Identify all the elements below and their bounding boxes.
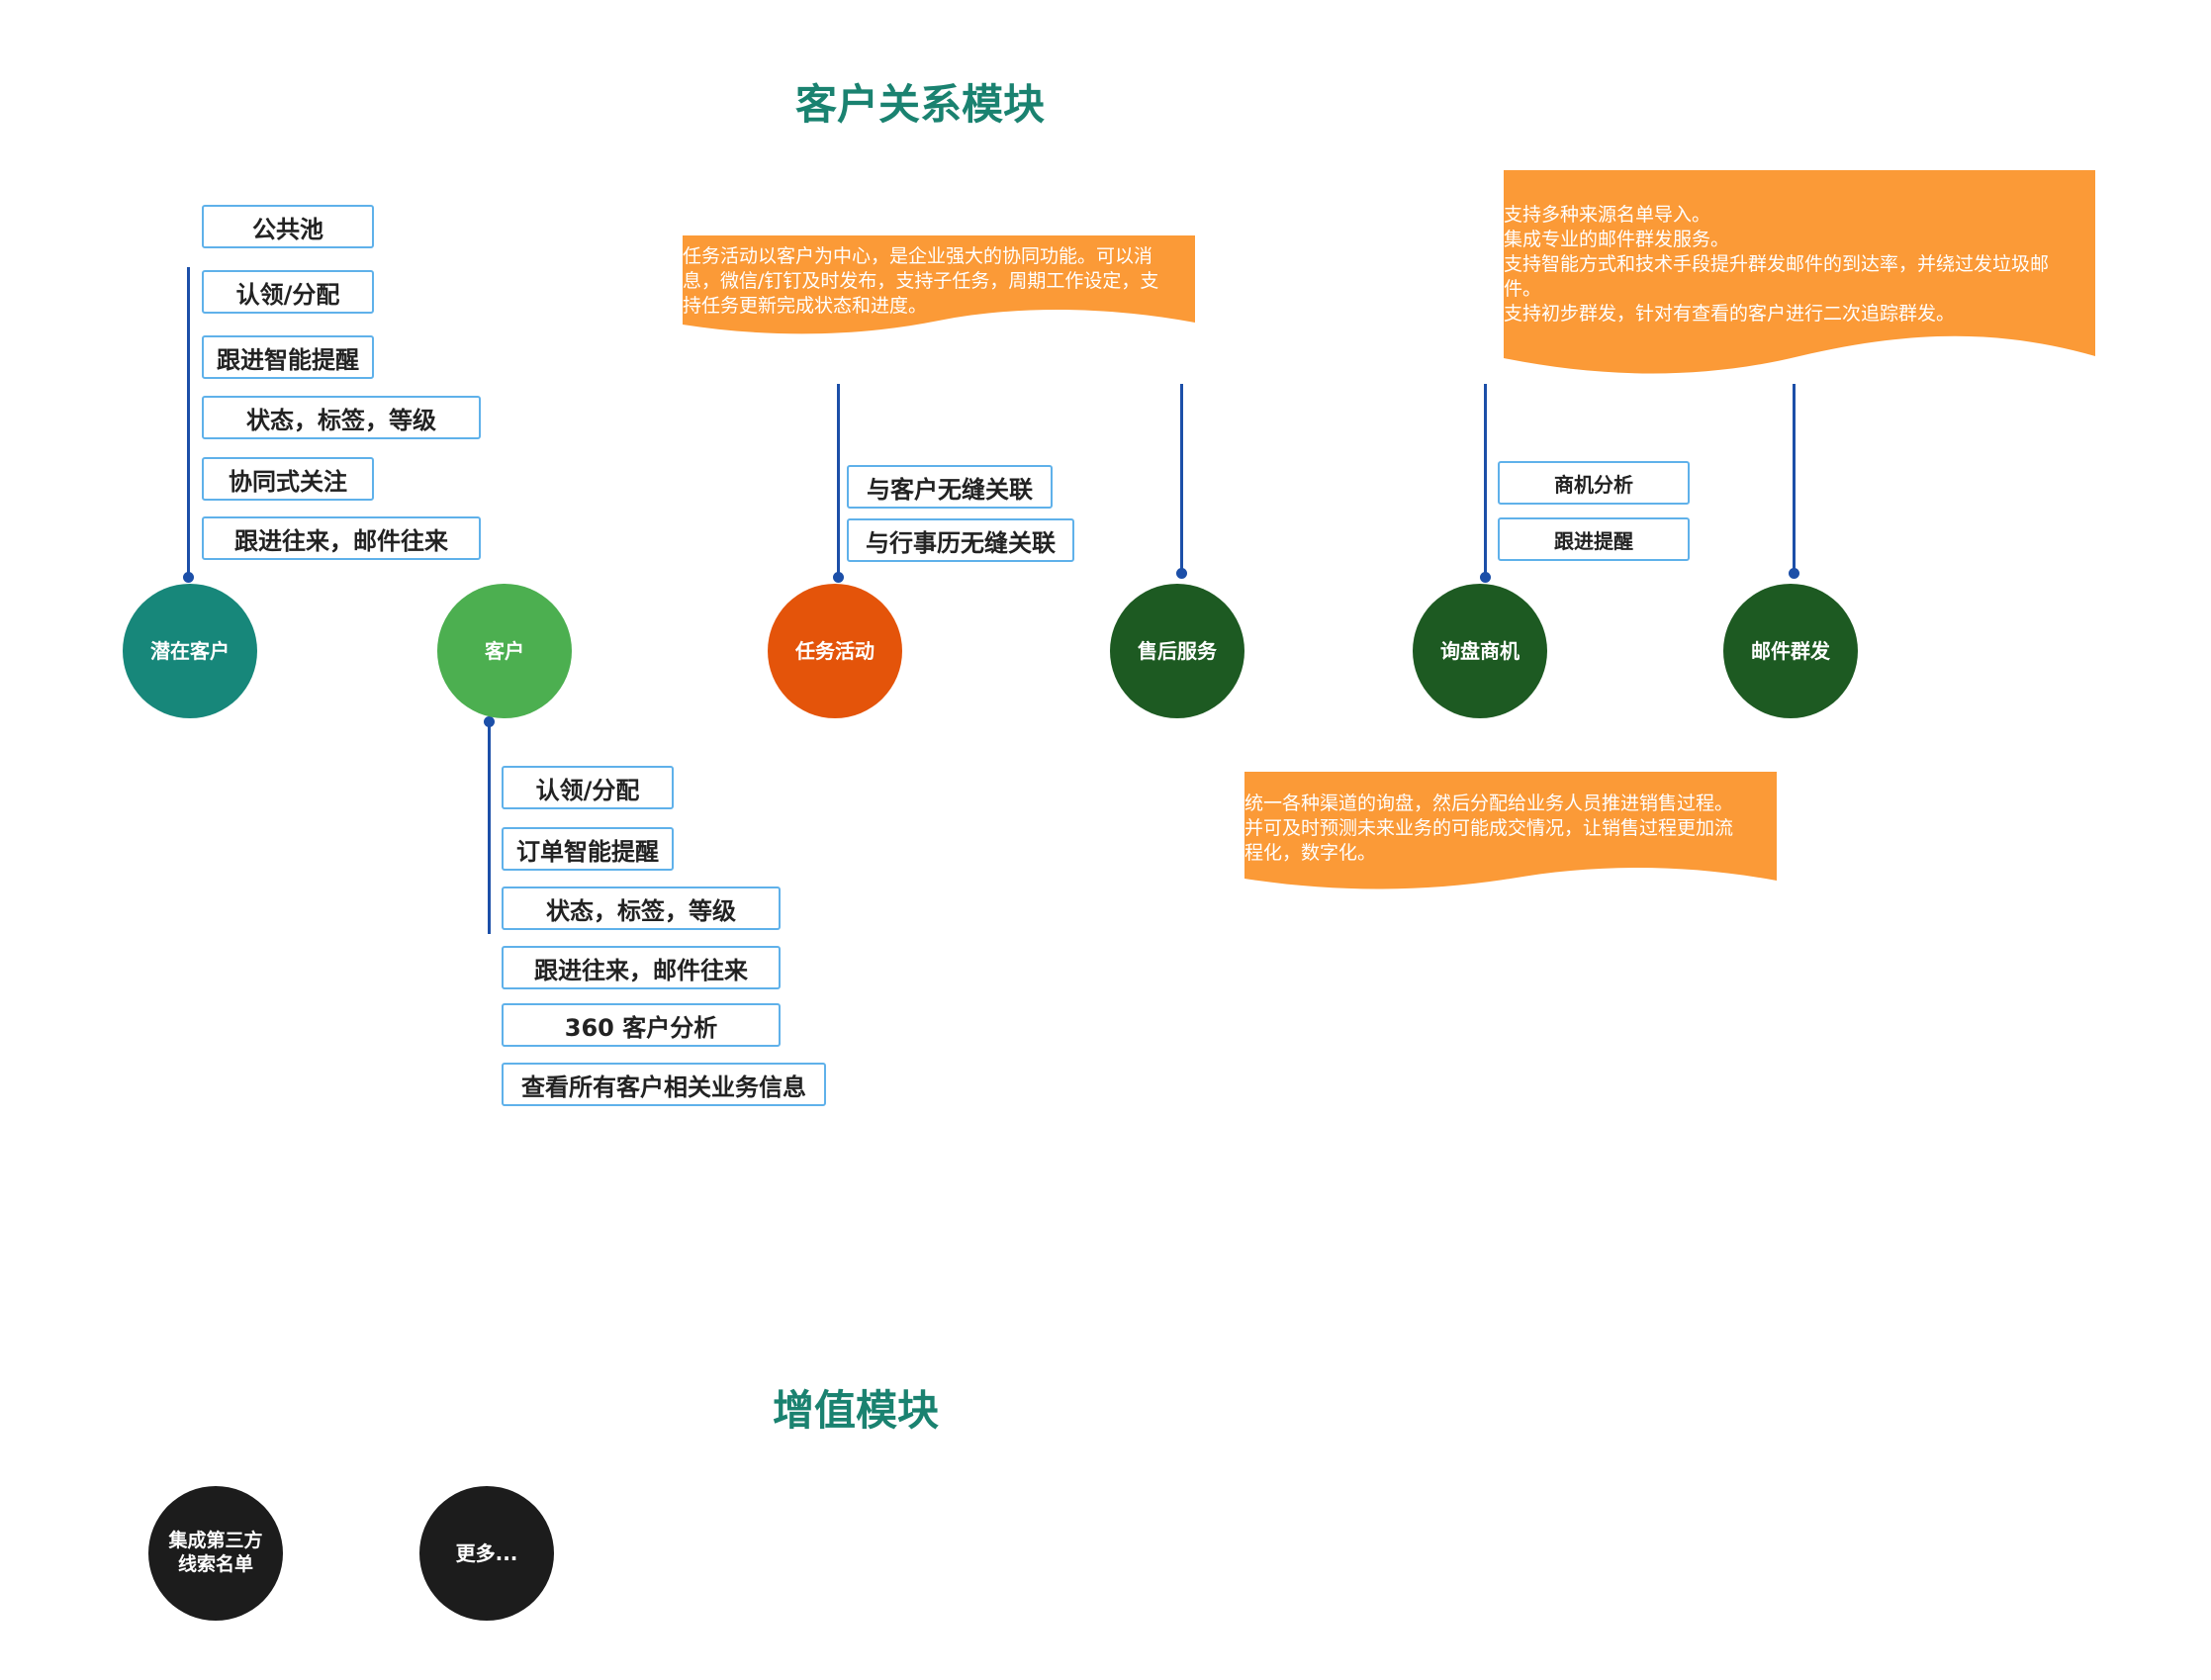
inquiry-connector-line (1484, 384, 1487, 576)
node-aftersales[interactable]: 售后服务 (1110, 584, 1244, 718)
inquiry-connector-dot (1480, 572, 1491, 583)
inquiry-note-text: 统一各种渠道的询盘，然后分配给业务人员推进销售过程。 并可及时预测未来业务的可能… (1244, 793, 1734, 864)
crm-module-title: 客户关系模块 (794, 80, 1045, 129)
node-email[interactable]: 邮件群发 (1723, 584, 1858, 718)
inquiry-item-followup-reminder[interactable]: 跟进提醒 (1498, 517, 1690, 561)
node-more[interactable]: 更多... (419, 1486, 554, 1621)
node-lead[interactable]: 潜在客户 (123, 584, 257, 718)
lead-item-status-tags[interactable]: 状态，标签，等级 (202, 396, 481, 439)
customer-connector-line (488, 720, 491, 934)
lead-item-collab-follow[interactable]: 协同式关注 (202, 457, 374, 501)
task-item-link-calendar[interactable]: 与行事历无缝关联 (847, 518, 1074, 562)
customer-item-related-info[interactable]: 查看所有客户相关业务信息 (502, 1063, 826, 1106)
lead-item-followup-email[interactable]: 跟进往来，邮件往来 (202, 516, 481, 560)
email-note: 支持多种来源名单导入。 集成专业的邮件群发服务。 支持智能方式和技术手段提升群发… (1504, 170, 2095, 386)
email-connector-dot (1789, 568, 1799, 579)
aftersales-connector-line (1180, 384, 1183, 572)
customer-item-order-reminder[interactable]: 订单智能提醒 (502, 827, 674, 871)
email-connector-line (1793, 384, 1796, 572)
customer-item-claim-assign[interactable]: 认领/分配 (502, 766, 674, 809)
task-connector-line (837, 384, 840, 576)
node-task[interactable]: 任务活动 (768, 584, 902, 718)
node-third-party-leads[interactable]: 集成第三方 线索名单 (148, 1486, 283, 1621)
email-note-shape (1504, 170, 2095, 374)
lead-item-smart-reminder[interactable]: 跟进智能提醒 (202, 335, 374, 379)
lead-item-claim-assign[interactable]: 认领/分配 (202, 270, 374, 314)
lead-item-public-pool[interactable]: 公共池 (202, 205, 374, 248)
task-note-text: 任务活动以客户为中心，是企业强大的协同功能。可以消 息，微信/钉钉及时发布，支持… (683, 245, 1159, 317)
task-item-link-customer[interactable]: 与客户无缝关联 (847, 465, 1053, 509)
aftersales-connector-dot (1176, 568, 1187, 579)
node-customer[interactable]: 客户 (437, 584, 572, 718)
customer-item-followup-email[interactable]: 跟进往来，邮件往来 (502, 946, 781, 989)
customer-item-360-analysis[interactable]: 360 客户分析 (502, 1003, 781, 1047)
task-note-shape (683, 235, 1195, 334)
lead-connector-line (187, 267, 190, 576)
email-note-text: 支持多种来源名单导入。 集成专业的邮件群发服务。 支持智能方式和技术手段提升群发… (1504, 204, 2050, 325)
customer-connector-dot (484, 716, 495, 727)
task-connector-dot (833, 572, 844, 583)
inquiry-item-opportunity-analysis[interactable]: 商机分析 (1498, 461, 1690, 505)
lead-connector-dot (183, 572, 194, 583)
customer-item-status-tags[interactable]: 状态，标签，等级 (502, 887, 781, 930)
addon-module-title: 增值模块 (772, 1386, 939, 1435)
task-note: 任务活动以客户为中心，是企业强大的协同功能。可以消 息，微信/钉钉及时发布，支持… (683, 235, 1195, 344)
inquiry-note-shape (1244, 772, 1777, 889)
node-inquiry[interactable]: 询盘商机 (1413, 584, 1547, 718)
inquiry-note: 统一各种渠道的询盘，然后分配给业务人员推进销售过程。 并可及时预测未来业务的可能… (1244, 772, 1777, 900)
